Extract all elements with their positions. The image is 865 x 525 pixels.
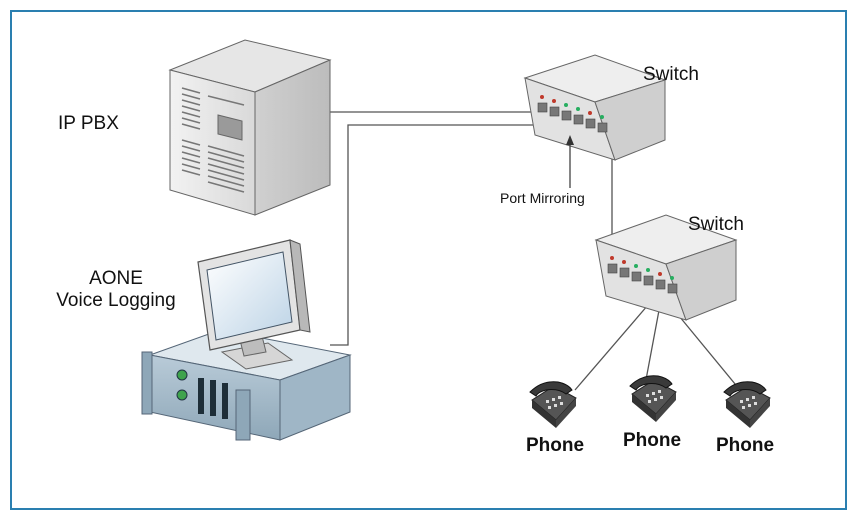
link-switch-phone-2 <box>644 304 661 386</box>
switch-top-label: Switch <box>643 64 699 85</box>
phone-icon <box>529 381 577 428</box>
switch-bottom-label: Switch <box>688 214 744 235</box>
phone-icon <box>723 381 771 428</box>
pbx-label: IP PBX <box>58 113 119 134</box>
switch-top-icon <box>523 54 667 161</box>
pbx-server-icon <box>168 39 332 216</box>
port-mirroring-arrow <box>566 135 574 188</box>
switch-bottom-icon <box>594 214 738 321</box>
link-switch-phone-1 <box>574 304 649 391</box>
phone-label: Phone <box>526 435 585 456</box>
phone-label: Phone <box>716 435 775 456</box>
phone-label: Phone <box>623 430 682 451</box>
phone-icon <box>629 375 677 422</box>
port-mirroring-label: Port Mirroring <box>500 190 585 206</box>
logging-label-line1: AONE <box>89 268 143 289</box>
logging-label-line2: Voice Logging <box>56 290 176 311</box>
link-logging-switch <box>330 124 540 346</box>
logging-server-icon <box>141 239 352 441</box>
connection-lines <box>330 111 741 391</box>
logging-label: AONE Voice Logging <box>46 268 186 312</box>
